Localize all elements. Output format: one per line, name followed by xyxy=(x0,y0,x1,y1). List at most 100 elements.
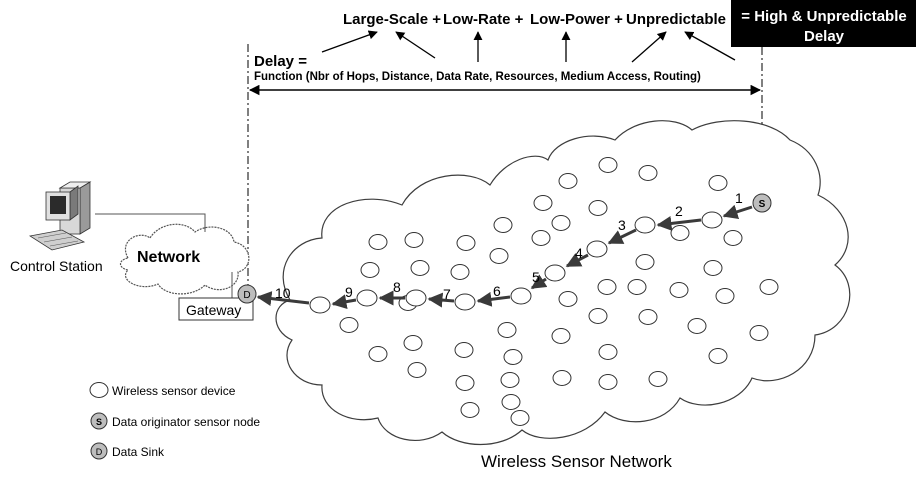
path-node xyxy=(544,264,566,282)
hop-arrow-3 xyxy=(607,228,637,245)
data-originator-icon xyxy=(90,412,108,430)
sensor-node xyxy=(489,248,509,264)
legend-label: Data originator sensor node xyxy=(112,415,260,429)
sink-node-circle xyxy=(237,284,257,304)
sensor-node xyxy=(404,232,424,248)
hop-arrow-2 xyxy=(656,215,702,231)
sensor-node xyxy=(749,325,769,341)
sensor-node xyxy=(558,291,578,307)
gateway-label: Gateway xyxy=(186,302,241,318)
monitor-side xyxy=(69,185,79,221)
hop-arrow-4 xyxy=(565,253,589,268)
sensor-node xyxy=(598,344,618,360)
path-node xyxy=(356,289,378,307)
hop-label-7: 7 xyxy=(443,286,451,302)
hop-label-10: 10 xyxy=(275,285,291,301)
arrow-to-unpredictable xyxy=(631,31,667,63)
sensor-node xyxy=(670,225,690,241)
keyboard xyxy=(28,229,86,251)
result-line-1: = High & Unpredictable xyxy=(741,8,906,25)
delay-factors: Large-Scale + Low-Rate + Low-Power + Unp… xyxy=(343,11,726,28)
sensor-node xyxy=(454,342,474,358)
legend-item-sensor-device: Wireless sensor device xyxy=(89,382,236,398)
factor-large-scale: Large-Scale + xyxy=(343,11,441,28)
hop-arrows xyxy=(256,204,753,310)
hop-arrow-7 xyxy=(427,292,455,308)
legend-label: Data Sink xyxy=(112,445,165,459)
arrow-to-unpredictable-2 xyxy=(684,31,736,61)
gateway: Gateway D xyxy=(178,284,257,321)
hop-label-9: 9 xyxy=(345,284,353,300)
sensor-node xyxy=(460,402,480,418)
background-sensor-nodes xyxy=(339,157,779,426)
path-node xyxy=(454,293,476,311)
legend-label: Wireless sensor device xyxy=(112,384,236,398)
path-node xyxy=(586,240,608,258)
hop-arrow-10 xyxy=(256,291,310,307)
path-node xyxy=(701,211,723,229)
wsn-title: Wireless Sensor Network xyxy=(481,452,672,471)
control-station-label: Control Station xyxy=(10,258,103,274)
data-sink-icon xyxy=(90,442,108,460)
sensor-node xyxy=(531,230,551,246)
hop-label-1: 1 xyxy=(735,190,743,206)
legend-icon-letter: S xyxy=(96,417,102,427)
result-box: = High & Unpredictable Delay xyxy=(731,0,916,47)
sensor-node xyxy=(687,318,707,334)
sensor-node xyxy=(455,375,475,391)
path-node xyxy=(405,289,427,307)
hop-label-3: 3 xyxy=(618,217,626,233)
sensor-node xyxy=(510,410,530,426)
sensor-node xyxy=(588,308,608,324)
source-node-circle xyxy=(752,193,772,213)
sensor-node xyxy=(497,322,517,338)
hop-label-8: 8 xyxy=(393,279,401,295)
delay-label: Delay = xyxy=(254,53,307,70)
sensor-node xyxy=(456,235,476,251)
sensor-node xyxy=(723,230,743,246)
arrow-to-large-scale-2 xyxy=(395,31,436,59)
sensor-node xyxy=(551,215,571,231)
sensor-node xyxy=(669,282,689,298)
computer-tower-top xyxy=(58,181,92,189)
sensor-node xyxy=(368,346,388,362)
sensor-node xyxy=(501,394,521,410)
sensor-node xyxy=(407,362,427,378)
hop-arrow-1 xyxy=(722,204,753,220)
sensor-node xyxy=(597,279,617,295)
sensor-node xyxy=(627,279,647,295)
sensor-node xyxy=(708,348,728,364)
sink-node-letter: D xyxy=(243,290,250,301)
sensor-node xyxy=(759,279,779,295)
path-node xyxy=(634,216,656,234)
sensor-node xyxy=(703,260,723,276)
legend: Wireless sensor device S Data originator… xyxy=(89,382,260,460)
sensor-node xyxy=(638,309,658,325)
legend-item-data-originator: S Data originator sensor node xyxy=(90,412,260,430)
legend-item-data-sink: D Data Sink xyxy=(90,442,165,460)
sensor-node xyxy=(635,254,655,270)
hop-label-6: 6 xyxy=(493,283,501,299)
control-station-computer: Control Station xyxy=(10,181,233,298)
sensor-node xyxy=(552,370,572,386)
path-node xyxy=(309,296,331,314)
sensor-node xyxy=(533,195,553,211)
sensor-node xyxy=(368,234,388,250)
sensor-node xyxy=(598,374,618,390)
sensor-node xyxy=(588,200,608,216)
legend-icon-letter: D xyxy=(96,447,103,457)
hop-labels: 1 2 3 4 5 6 7 8 9 10 xyxy=(275,190,743,302)
sensor-node xyxy=(360,262,380,278)
sensor-node xyxy=(648,371,668,387)
factor-arrows xyxy=(321,30,736,63)
delay-formula: Function (Nbr of Hops, Distance, Data Ra… xyxy=(254,71,701,83)
network-cable xyxy=(95,213,206,232)
arrow-to-large-scale xyxy=(321,30,378,53)
hop-label-5: 5 xyxy=(532,269,540,285)
hop-arrow-9 xyxy=(331,294,357,310)
sensor-node xyxy=(493,217,513,233)
sensor-node xyxy=(450,264,470,280)
factor-low-rate: Low-Rate + xyxy=(443,11,524,28)
result-line-2: Delay xyxy=(804,28,845,45)
sensor-node xyxy=(503,349,523,365)
